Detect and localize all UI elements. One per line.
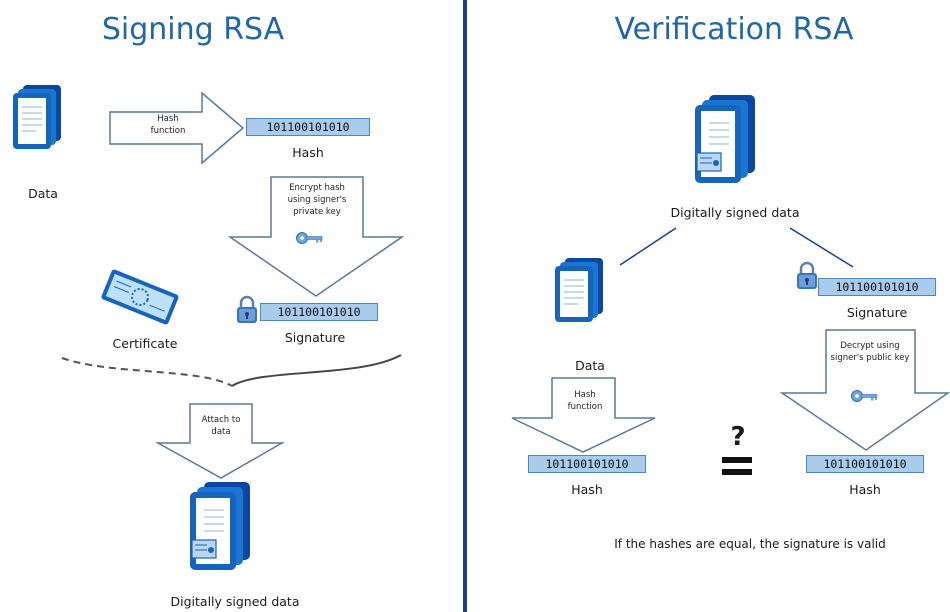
verify-hash-function-label: Hash function [567,390,603,412]
verify-signature-value: 101100101010 [818,278,936,296]
hash-function-arrow [109,91,245,165]
equality-question-mark: ? [730,422,746,452]
merge-brace-solid [231,354,402,387]
decrypt-arrow [779,329,950,451]
decrypt-label: Decrypt using signer's public key [830,341,910,363]
verify-signature-lock-icon [795,261,819,291]
signature-label: Signature [284,330,346,345]
equals-bottom-bar [722,469,752,475]
right-hash-value: 101100101010 [806,455,924,473]
left-hash-label: Hash [571,482,603,497]
signature-value: 101100101010 [260,303,378,321]
attach-arrow [155,403,285,479]
left-hash-value: 101100101010 [528,455,646,473]
attach-label: Attach to data [201,415,241,437]
signing-title: Signing RSA [101,12,285,47]
hash-label: Hash [292,145,324,160]
certificate-icon [101,269,179,325]
branch-line-left [619,227,677,266]
branch-line-right [789,227,854,268]
data-label: Data [28,186,58,201]
encrypt-hash-label: Encrypt hash using signer's private key [287,183,347,217]
signed-data-label: Digitally signed data [170,594,300,609]
signature-lock-icon [235,295,259,325]
equals-top-bar [722,457,752,463]
right-hash-label: Hash [849,482,881,497]
verify-data-label: Data [575,358,605,373]
certificate-label: Certificate [112,336,178,351]
signed-document-icon [189,481,251,571]
verify-signed-data-label: Digitally signed data [670,205,800,220]
merge-brace-dashed [61,357,233,387]
hash-function-label: Hash function [150,114,186,136]
verification-result-text: If the hashes are equal, the signature i… [614,537,886,551]
hash-value: 101100101010 [246,118,370,136]
verify-signed-document-icon [694,94,756,184]
verify-hash-function-arrow [511,377,656,453]
verify-data-document-icon [554,257,604,323]
verification-title: Verification RSA [614,12,854,47]
verify-signature-label: Signature [846,305,908,320]
panel-divider [463,0,467,612]
data-document-icon [12,84,62,150]
